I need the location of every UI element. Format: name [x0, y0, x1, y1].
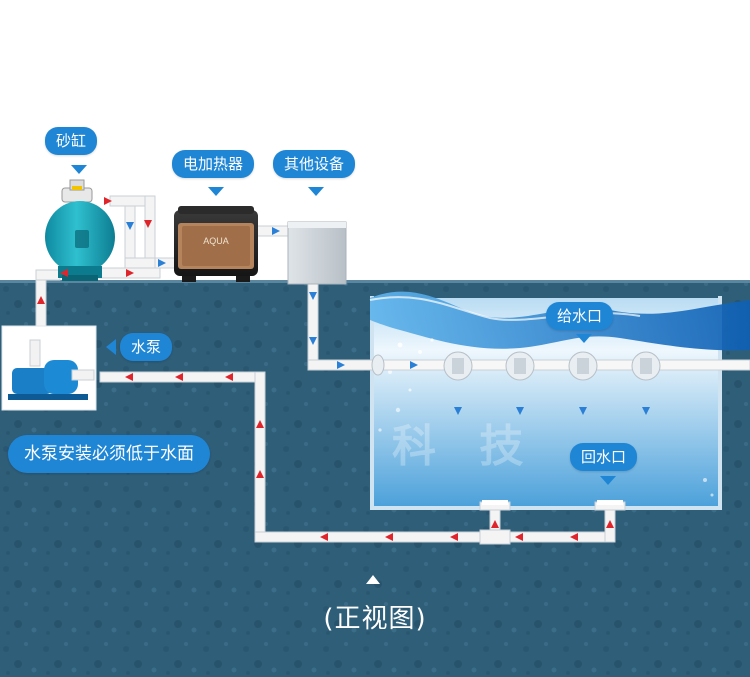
pointer-sand-tank — [71, 165, 87, 174]
inlet-nozzle-icon — [631, 351, 661, 381]
label-inlet-text: 给水口 — [557, 307, 603, 325]
label-other-equipment-text: 其他设备 — [284, 155, 345, 173]
label-heater-text: 电加热器 — [183, 155, 244, 173]
view-indicator-triangle — [366, 575, 380, 584]
water-pump-icon — [8, 339, 95, 400]
label-pump-note-text: 水泵安装必须低于水面 — [24, 444, 194, 464]
inlet-nozzles — [371, 351, 661, 381]
label-pump-text: 水泵 — [131, 338, 162, 356]
ground-surface-line — [0, 280, 750, 283]
inlet-nozzle-icon — [443, 351, 473, 381]
label-other-equipment: 其他设备 — [273, 150, 356, 178]
view-caption: (正视图) — [323, 604, 427, 634]
label-outlet-text: 回水口 — [581, 448, 627, 466]
inlet-nozzle-icon — [568, 351, 598, 381]
pointer-other-equipment — [308, 187, 324, 196]
pointer-inlet — [576, 334, 592, 343]
sand-filter-tank-icon — [45, 179, 115, 281]
label-pump: 水泵 — [120, 333, 173, 361]
label-sand-tank-text: 砂缸 — [56, 132, 87, 150]
pipe-network — [35, 195, 750, 545]
label-outlet: 回水口 — [570, 443, 638, 471]
supply-flow-arrows — [126, 222, 650, 415]
heater-brand-text: AQUA — [203, 236, 229, 246]
inlet-nozzle-icon — [505, 351, 535, 381]
electric-heater-icon: AQUA — [174, 206, 258, 282]
pool — [369, 291, 750, 510]
label-pump-note: 水泵安装必须低于水面 — [8, 435, 210, 473]
watermark-text: 科 技 — [392, 421, 538, 472]
pointer-heater — [208, 187, 224, 196]
pointer-outlet — [600, 476, 616, 485]
equipment-box-icon — [287, 221, 347, 285]
return-drain-icon — [482, 500, 623, 505]
pointer-pump — [106, 339, 116, 355]
return-flow-arrows — [37, 197, 614, 541]
label-heater: 电加热器 — [172, 150, 255, 178]
label-inlet: 给水口 — [546, 302, 614, 330]
label-sand-tank: 砂缸 — [45, 127, 98, 155]
